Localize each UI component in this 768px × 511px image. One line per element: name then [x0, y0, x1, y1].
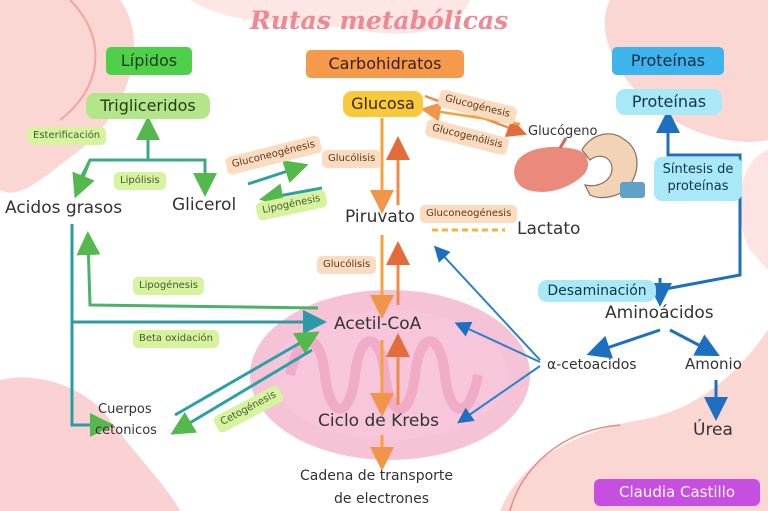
bg-blob-top-center	[190, 0, 470, 34]
arrow-to-amonio	[669, 328, 720, 357]
arrow-to-acidos	[72, 159, 95, 199]
tag-lipolisis: Lipólisis	[114, 172, 166, 190]
header-proteinas: Proteínas	[612, 47, 724, 75]
liver-icon	[514, 137, 589, 192]
node-proteinas: Proteínas	[616, 89, 722, 115]
node-acetil-coa: Acetil-CoA	[334, 314, 422, 334]
bg-blob-top-left-2	[59, 0, 97, 121]
tag-gluconeogenesis-2: Gluconeogénesis	[420, 205, 518, 223]
tag-esterificacion: Esterificación	[27, 127, 107, 145]
node-cuerpos-line2: cetonicos	[95, 423, 157, 438]
node-urea: Úrea	[693, 420, 733, 440]
bg-curve-bottom-right	[509, 424, 621, 511]
arrow-ceto-krebs	[457, 365, 541, 424]
node-aminoacidos: Aminoácidos	[605, 303, 714, 323]
node-lactato: Lactato	[517, 219, 581, 239]
node-piruvato: Piruvato	[345, 207, 415, 227]
node-cetoacidos: α-cetoacidos	[547, 357, 637, 373]
arrow-sintesis	[656, 109, 742, 292]
node-glucogeno: Glucógeno	[528, 124, 598, 139]
node-sintesis-line1: Síntesis de	[662, 162, 734, 177]
node-cuerpos-line1: Cuerpos	[98, 402, 152, 417]
node-sintesis: Síntesis de proteínas	[654, 157, 742, 201]
arrow-ceto-piruvato	[433, 245, 541, 361]
node-glucosa: Glucosa	[343, 91, 423, 117]
arrow-to-cetoacidos	[586, 328, 661, 359]
node-ciclo-krebs: Ciclo de Krebs	[318, 411, 439, 431]
node-acidos-grasos: Acidos grasos	[5, 198, 123, 218]
tag-glucolisis-2: Glucólisis	[317, 256, 377, 274]
tag-lipogenesis-2: Lipogénesis	[133, 277, 205, 295]
arrow-ceto-acetil	[454, 321, 541, 363]
node-amonio: Amonio	[685, 355, 742, 373]
bg-blob-bottom-right	[500, 330, 768, 511]
tag-glucolisis-1: Glucólisis	[322, 150, 382, 168]
node-sintesis-line2: proteínas	[667, 178, 729, 194]
header-carbohidratos: Carbohidratos	[306, 50, 464, 78]
tag-beta-oxidacion: Beta oxidación	[133, 330, 219, 348]
arrow-cetogen-down	[170, 348, 313, 435]
author-badge: Claudia Castillo	[594, 479, 760, 506]
arrow-cetogen-up	[174, 331, 320, 417]
node-desaminacion: Desaminación	[538, 280, 656, 302]
arrow-lipogen-1	[259, 183, 323, 208]
bg-blob-right	[739, 150, 768, 270]
muscle-arm-icon	[581, 133, 645, 199]
node-cadena-line2: de electrones	[334, 491, 430, 507]
page-title: Rutas metabólicas	[250, 6, 509, 35]
node-glicerol: Glicerol	[172, 195, 237, 215]
arrow-acidos-down	[70, 224, 114, 437]
header-lipidos: Lípidos	[106, 47, 192, 75]
arrow-gluconeo-1	[247, 160, 309, 186]
arrow-lipogen-2	[76, 231, 319, 310]
node-trigliceridos: Trigliceridos	[86, 93, 210, 119]
bg-blob-bottom-left	[0, 377, 180, 511]
node-cadena-line1: Cadena de transporte	[300, 468, 454, 484]
